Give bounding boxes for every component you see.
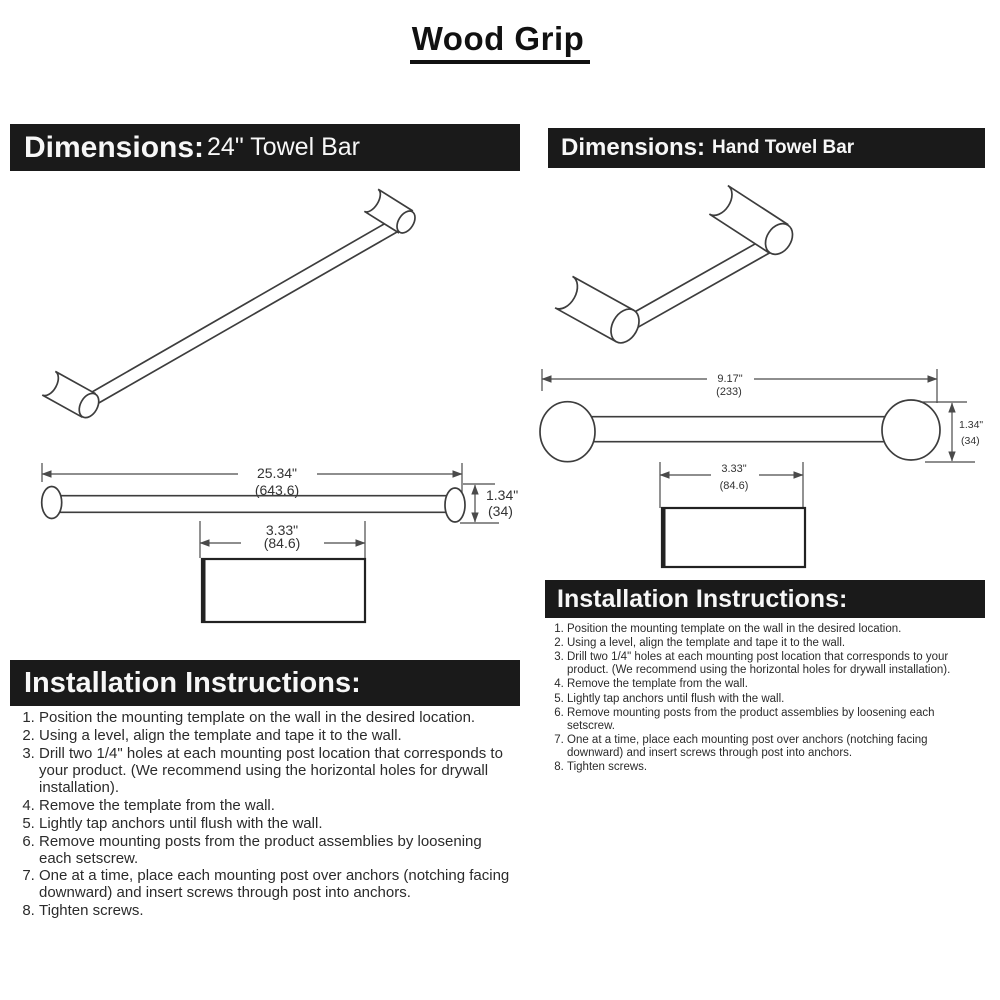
right-installation-steps: Position the mounting template on the wa… <box>547 623 985 775</box>
page-title: Wood Grip <box>0 20 1000 64</box>
left-post-cylinder <box>554 275 640 344</box>
dim-length-inches: 9.17" <box>717 373 742 385</box>
install-step: Using a level, align the template and ta… <box>567 637 985 650</box>
left-post-front <box>40 485 63 520</box>
dim-post-inches: 3.33" <box>721 463 746 475</box>
dim-post-inches: 3.33" <box>266 522 298 538</box>
right-post-cylinder <box>363 188 416 234</box>
install-step: Using a level, align the template and ta… <box>39 727 514 745</box>
towel-bar-24in-isometric-drawing <box>41 188 416 419</box>
mounting-template-outline <box>200 557 367 624</box>
dim-diameter-inches: 1.34" <box>486 487 518 503</box>
right-dimensions-label: Dimensions: <box>561 134 706 161</box>
right-product-name: Hand Towel Bar <box>712 137 855 158</box>
hand-towel-bar-dimension-drawing: 9.17" (233) 1.34" (34) 3.33" (84.6) <box>539 369 983 569</box>
right-post-front <box>444 487 466 523</box>
left-dimensions-header: Dimensions: 24" Towel Bar <box>10 124 520 171</box>
install-step: Remove mounting posts from the product a… <box>39 833 514 868</box>
dim-diameter-mm: (34) <box>488 503 513 519</box>
mounting-template-outline <box>660 506 807 569</box>
install-step: Drill two 1/4" holes at each mounting po… <box>567 651 985 677</box>
right-installation-header: Installation Instructions: <box>545 580 985 618</box>
right-post-front <box>881 399 941 461</box>
left-post-cylinder <box>41 370 100 419</box>
towel-bar-24in-dimension-drawing: 25.34" (643.6) 1.34" (34) 3.33" (84.6) <box>40 463 518 624</box>
dim-diameter-mm: (34) <box>961 435 980 447</box>
dim-diameter-inches: 1.34" <box>959 419 983 431</box>
install-step: Position the mounting template on the wa… <box>39 709 514 727</box>
left-dimensions-label: Dimensions: <box>24 130 205 164</box>
install-step: Remove the template from the wall. <box>567 678 985 691</box>
left-product-name: 24" Towel Bar <box>207 133 360 161</box>
right-post-cylinder <box>708 184 794 256</box>
hand-towel-bar-isometric-drawing <box>554 184 794 344</box>
dim-post-mm: (84.6) <box>264 535 301 551</box>
left-installation-header: Installation Instructions: <box>10 660 520 706</box>
left-post-front <box>539 400 596 463</box>
install-step: Drill two 1/4" holes at each mounting po… <box>39 745 514 797</box>
install-step: Tighten screws. <box>567 761 985 774</box>
left-installation-steps: Position the mounting template on the wa… <box>12 709 514 921</box>
dim-length-mm: (233) <box>716 386 742 398</box>
install-step: One at a time, place each mounting post … <box>567 734 985 760</box>
install-step: Lightly tap anchors until flush with the… <box>567 693 985 706</box>
dim-length-mm: (643.6) <box>255 482 299 498</box>
install-step: Position the mounting template on the wa… <box>567 623 985 636</box>
install-step: Remove the template from the wall. <box>39 797 514 815</box>
page-title-text: Wood Grip <box>409 20 591 64</box>
install-step: Tighten screws. <box>39 902 514 920</box>
dim-length-inches: 25.34" <box>257 465 297 481</box>
dim-post-mm: (84.6) <box>720 480 749 492</box>
right-installation-title: Installation Instructions: <box>557 584 848 613</box>
install-step: Lightly tap anchors until flush with the… <box>39 815 514 833</box>
install-step: Remove mounting posts from the product a… <box>567 707 985 733</box>
install-step: One at a time, place each mounting post … <box>39 867 514 902</box>
left-installation-title: Installation Instructions: <box>24 666 361 699</box>
right-dimensions-header: Dimensions: Hand Towel Bar <box>548 128 985 168</box>
